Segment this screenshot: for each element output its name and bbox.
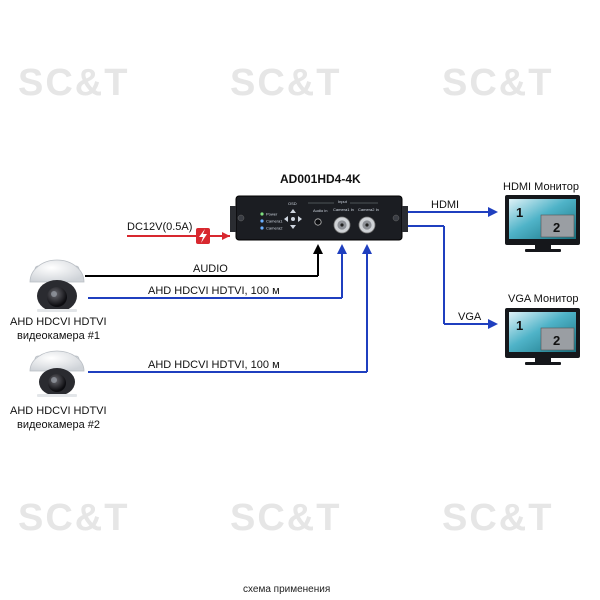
watermark-text: SC&T bbox=[18, 497, 129, 539]
camera1-label-line2: видеокамера #1 bbox=[17, 330, 100, 342]
camera2-link-label: AHD HDCVI HDTVI, 100 м bbox=[148, 359, 280, 371]
screw-icon bbox=[392, 214, 400, 222]
vga-link-label: VGA bbox=[458, 311, 482, 323]
power-label: DC12V(0.5A) bbox=[127, 221, 192, 233]
power-arrow-icon bbox=[222, 232, 230, 240]
camera2-led-label: Camera2 bbox=[266, 226, 283, 231]
watermark-text: SC&T bbox=[18, 62, 129, 104]
camera2-label-line1: AHD HDCVI HDTVI bbox=[10, 405, 107, 417]
audio-link-label: AUDIO bbox=[193, 263, 228, 275]
watermark-text: SC&T bbox=[442, 497, 553, 539]
power-led-label: Power bbox=[266, 212, 278, 217]
screen-window-2-label: 2 bbox=[553, 220, 560, 235]
hdmi-link-label: HDMI bbox=[431, 199, 459, 211]
camera2-led-icon bbox=[260, 226, 264, 230]
diagram-caption: схема применения bbox=[243, 584, 330, 595]
watermarks: SC&T SC&T SC&T SC&T SC&T SC&T bbox=[18, 62, 553, 539]
monitor-stand bbox=[525, 362, 561, 365]
osd-label: OSD bbox=[288, 201, 297, 206]
camera1-label-line1: AHD HDCVI HDTVI bbox=[10, 316, 107, 328]
bnc-connector-1-icon bbox=[333, 216, 351, 234]
vga-monitor-title: VGA Монитор bbox=[508, 293, 578, 305]
device-body bbox=[235, 195, 403, 241]
audio-jack-icon bbox=[314, 218, 322, 226]
screen-window-1-label: 1 bbox=[516, 205, 523, 220]
screen-window-2-label: 2 bbox=[553, 333, 560, 348]
pip-window bbox=[540, 327, 575, 351]
camera1-link-label: AHD HDCVI HDTVI, 100 м bbox=[148, 285, 280, 297]
camera2-label-line2: видеокамера #2 bbox=[17, 419, 100, 431]
camera1-arrow-icon bbox=[337, 244, 347, 254]
device-title: AD001HD4-4K bbox=[280, 172, 361, 186]
audio-arrow-icon bbox=[313, 244, 323, 254]
dome-camera-2-icon bbox=[29, 350, 85, 397]
watermark-text: SC&T bbox=[442, 62, 553, 104]
converter-device: OSD Input Power Camera1 Camera2 Audio in… bbox=[230, 195, 408, 241]
lightning-icon bbox=[196, 228, 210, 244]
audio-in-label: Audio in bbox=[313, 208, 327, 213]
pip-window bbox=[540, 214, 575, 238]
watermark-text: SC&T bbox=[230, 497, 341, 539]
camera2-in-label: Camera2 In bbox=[358, 207, 379, 212]
vga-monitor: 1 2 bbox=[505, 308, 580, 365]
osd-dpad-icon bbox=[284, 209, 302, 229]
device-flange-left bbox=[230, 206, 236, 232]
hdmi-arrow-icon bbox=[488, 207, 498, 217]
device-flange-right bbox=[402, 206, 408, 232]
hdmi-monitor: 1 2 bbox=[505, 195, 580, 252]
power-led-icon bbox=[260, 212, 264, 216]
camera1-in-label: Camera1 In bbox=[333, 207, 354, 212]
camera2-arrow-icon bbox=[362, 244, 372, 254]
camera1-led-label: Camera1 bbox=[266, 219, 283, 224]
monitor-stand bbox=[525, 249, 561, 252]
bnc-connector-2-icon bbox=[358, 216, 376, 234]
screw-icon bbox=[237, 214, 245, 222]
dome-camera-1-icon bbox=[29, 259, 85, 312]
hdmi-monitor-title: HDMI Монитор bbox=[503, 181, 579, 193]
watermark-text: SC&T bbox=[230, 62, 341, 104]
screen-window-1-label: 1 bbox=[516, 318, 523, 333]
camera1-led-icon bbox=[260, 219, 264, 223]
input-label: Input bbox=[338, 199, 348, 204]
vga-arrow-icon bbox=[488, 319, 498, 329]
